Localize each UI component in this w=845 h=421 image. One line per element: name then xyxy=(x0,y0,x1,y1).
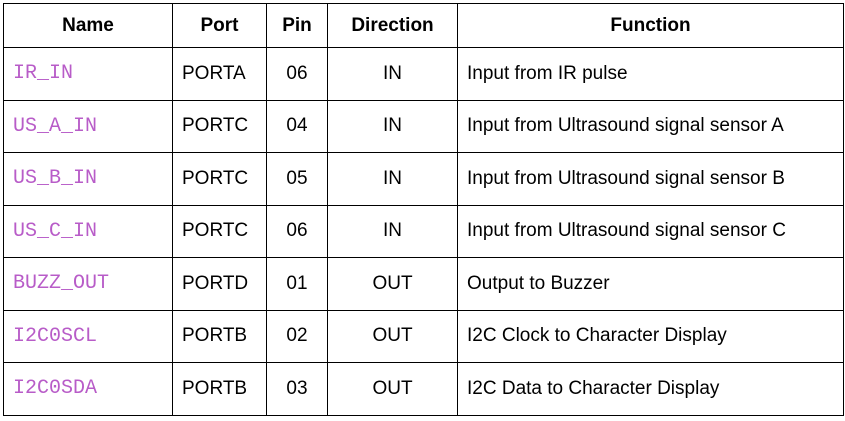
direction-cell: OUT xyxy=(327,309,458,363)
header-function: Function xyxy=(457,3,844,48)
signal-name: US_B_IN xyxy=(3,152,173,206)
function-cell: I2C Data to Character Display xyxy=(457,362,844,416)
port-cell: PORTC xyxy=(172,99,267,153)
function-cell: Output to Buzzer xyxy=(457,257,844,311)
pin-cell: 03 xyxy=(266,362,328,416)
table-row: I2C0SDA PORTB 03 OUT I2C Data to Charact… xyxy=(3,362,844,416)
table-row: US_A_IN PORTC 04 IN Input from Ultrasoun… xyxy=(3,99,844,153)
function-cell: Input from Ultrasound signal sensor A xyxy=(457,99,844,153)
pin-assignment-table: Name Port Pin Direction Function IR_IN P… xyxy=(3,3,844,416)
header-row: Name Port Pin Direction Function xyxy=(3,3,844,48)
port-cell: PORTB xyxy=(172,362,267,416)
pin-cell: 06 xyxy=(266,47,328,101)
direction-cell: IN xyxy=(327,152,458,206)
function-cell: Input from Ultrasound signal sensor C xyxy=(457,204,844,258)
function-cell: I2C Clock to Character Display xyxy=(457,309,844,363)
function-cell: Input from Ultrasound signal sensor B xyxy=(457,152,844,206)
pin-cell: 02 xyxy=(266,309,328,363)
signal-name: US_C_IN xyxy=(3,204,173,258)
signal-name: I2C0SCL xyxy=(3,309,173,363)
table-row: US_C_IN PORTC 06 IN Input from Ultrasoun… xyxy=(3,204,844,258)
direction-cell: OUT xyxy=(327,362,458,416)
header-pin: Pin xyxy=(266,3,328,48)
header-name: Name xyxy=(3,3,173,48)
pin-cell: 05 xyxy=(266,152,328,206)
header-direction: Direction xyxy=(327,3,458,48)
table-header: Name Port Pin Direction Function xyxy=(3,3,844,48)
signal-name: US_A_IN xyxy=(3,99,173,153)
port-cell: PORTC xyxy=(172,152,267,206)
signal-name: I2C0SDA xyxy=(3,362,173,416)
port-cell: PORTA xyxy=(172,47,267,101)
direction-cell: IN xyxy=(327,204,458,258)
table-row: US_B_IN PORTC 05 IN Input from Ultrasoun… xyxy=(3,152,844,206)
signal-name: BUZZ_OUT xyxy=(3,257,173,311)
pin-cell: 06 xyxy=(266,204,328,258)
table-body: IR_IN PORTA 06 IN Input from IR pulse US… xyxy=(3,47,844,416)
pin-cell: 01 xyxy=(266,257,328,311)
port-cell: PORTB xyxy=(172,309,267,363)
table-row: BUZZ_OUT PORTD 01 OUT Output to Buzzer xyxy=(3,257,844,311)
port-cell: PORTD xyxy=(172,257,267,311)
header-port: Port xyxy=(172,3,267,48)
function-cell: Input from IR pulse xyxy=(457,47,844,101)
direction-cell: IN xyxy=(327,47,458,101)
direction-cell: IN xyxy=(327,99,458,153)
signal-name: IR_IN xyxy=(3,47,173,101)
direction-cell: OUT xyxy=(327,257,458,311)
table-row: I2C0SCL PORTB 02 OUT I2C Clock to Charac… xyxy=(3,309,844,363)
table-row: IR_IN PORTA 06 IN Input from IR pulse xyxy=(3,47,844,101)
port-cell: PORTC xyxy=(172,204,267,258)
pin-cell: 04 xyxy=(266,99,328,153)
